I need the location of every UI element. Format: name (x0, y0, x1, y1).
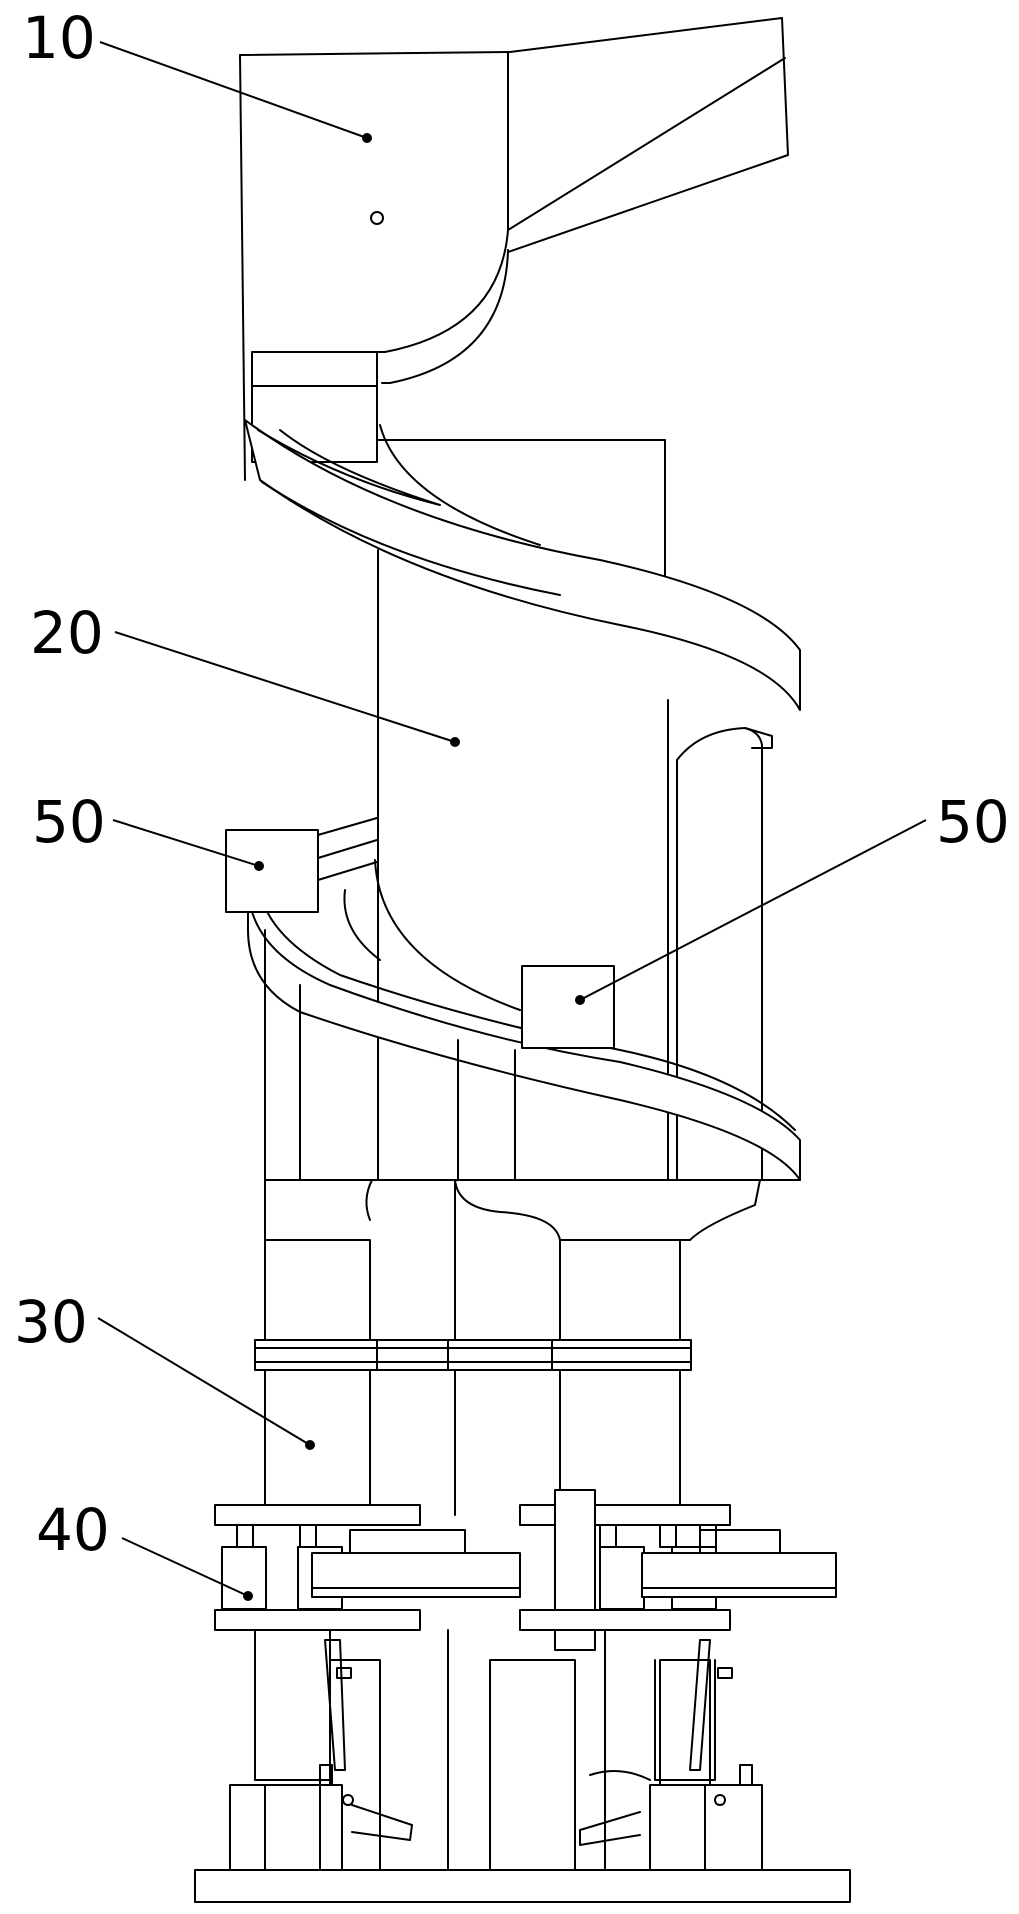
label-30: 30 (14, 1288, 88, 1356)
sensor-box-right (521, 965, 615, 1049)
leader-50-left (112, 819, 264, 871)
hopper-10 (239, 17, 789, 481)
leader-50-right (575, 819, 927, 1005)
label-50-right: 50 (936, 788, 1010, 856)
base-mechanism-40 (194, 1489, 851, 1903)
leader-40 (121, 1537, 253, 1601)
support-columns-30 (254, 1179, 761, 1516)
leader-20 (114, 631, 460, 747)
leader-10 (99, 41, 372, 143)
label-20: 20 (30, 599, 104, 667)
label-10: 10 (22, 4, 96, 72)
label-50-left: 50 (32, 788, 106, 856)
label-40: 40 (36, 1496, 110, 1564)
spiral-column-20 (244, 419, 801, 1181)
sensor-box-left (225, 829, 319, 913)
leader-30 (97, 1317, 315, 1450)
